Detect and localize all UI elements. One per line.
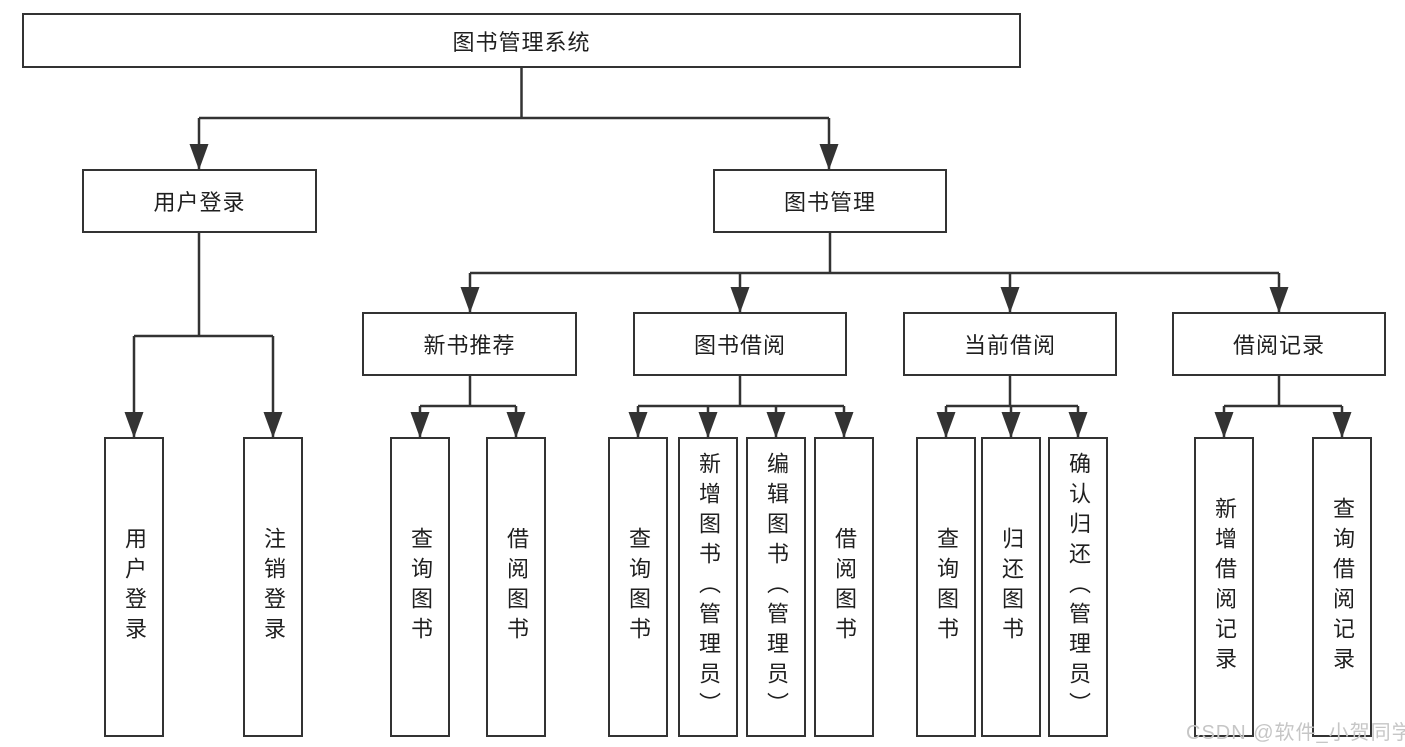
node-user-login: 用户登录 bbox=[82, 169, 317, 233]
leaf-confirm-return-admin: 确认归还（管理员） bbox=[1048, 437, 1108, 737]
leaf-add-books-admin: 新增图书（管理员） bbox=[678, 437, 738, 737]
node-book-management: 图书管理 bbox=[713, 169, 947, 233]
leaf-query-books-borrow: 查询图书 bbox=[608, 437, 668, 737]
leaf-logout: 注销登录 bbox=[243, 437, 303, 737]
leaf-return-books: 归还图书 bbox=[981, 437, 1041, 737]
leaf-borrow-books-borrow: 借阅图书 bbox=[814, 437, 874, 737]
leaf-user-login: 用户登录 bbox=[104, 437, 164, 737]
leaf-edit-books-admin: 编辑图书（管理员） bbox=[746, 437, 806, 737]
leaf-add-borrow-record: 新增借阅记录 bbox=[1194, 437, 1254, 737]
node-current-borrowing: 当前借阅 bbox=[903, 312, 1117, 376]
leaf-query-books-current: 查询图书 bbox=[916, 437, 976, 737]
node-borrowing-records: 借阅记录 bbox=[1172, 312, 1386, 376]
leaf-query-books-newbook: 查询图书 bbox=[390, 437, 450, 737]
node-book-borrowing: 图书借阅 bbox=[633, 312, 847, 376]
leaf-borrow-books-newbook: 借阅图书 bbox=[486, 437, 546, 737]
csdn-watermark: CSDN @软件_小贺同学 bbox=[1186, 722, 1405, 744]
node-new-book-recommend: 新书推荐 bbox=[362, 312, 577, 376]
leaf-query-borrow-record: 查询借阅记录 bbox=[1312, 437, 1372, 737]
node-root: 图书管理系统 bbox=[22, 13, 1021, 68]
